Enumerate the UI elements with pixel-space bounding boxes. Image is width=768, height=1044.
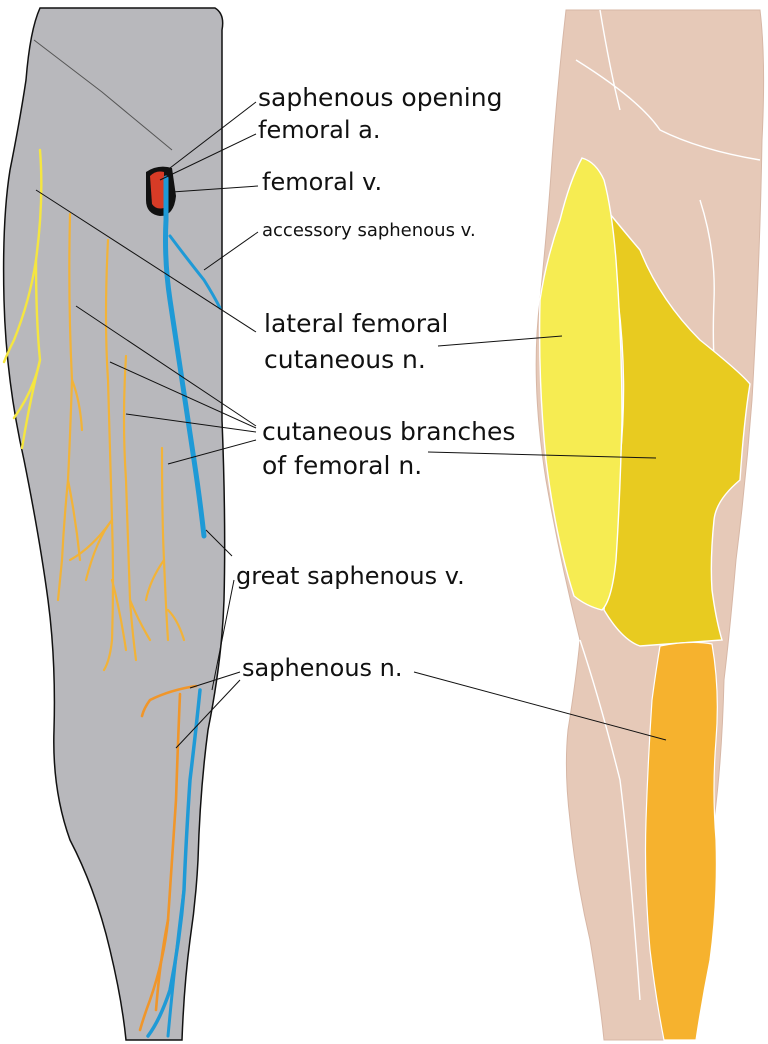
label-lateral-femoral-line1: lateral femoral — [264, 309, 448, 338]
label-saphenous-opening: saphenous opening — [258, 83, 502, 112]
skin-seam-groin — [575, 59, 761, 161]
leader-saphenous-nerve-2 — [175, 679, 241, 749]
femoral-cutaneous-branches — [56, 212, 186, 672]
leader-cutaneous-right — [427, 451, 657, 459]
leader-femoral-artery — [159, 133, 257, 181]
skin-seam-hip — [599, 9, 621, 111]
label-cutaneous-branches-line2: of femoral n. — [262, 451, 422, 480]
leader-cutaneous-3 — [125, 413, 257, 433]
label-femoral-vein: femoral v. — [262, 168, 382, 196]
leader-cutaneous-2 — [109, 361, 257, 429]
lateral-femoral-cutaneous-nerve — [2, 148, 43, 450]
label-cutaneous-branches-line1: cutaneous branches — [262, 417, 515, 446]
leader-lines — [35, 101, 667, 749]
label-femoral-artery: femoral a. — [258, 116, 380, 144]
leader-cutaneous-4 — [167, 439, 257, 465]
inguinal-line — [33, 39, 173, 151]
leader-accessory-saphenous — [203, 231, 259, 271]
leader-lateral-femoral-right — [437, 335, 563, 347]
great-saphenous-vein — [163, 217, 207, 539]
label-saphenous-nerve: saphenous n. — [242, 654, 403, 682]
veins — [146, 175, 222, 1038]
left-leg-illustration — [2, 7, 226, 1041]
saphenous-nerve — [138, 684, 198, 1032]
label-accessory-saphenous-vein: accessory saphenous v. — [262, 220, 476, 241]
skin-seam-lower — [579, 639, 641, 1001]
leader-femoral-vein — [171, 185, 259, 193]
femoral-artery — [150, 171, 164, 209]
label-great-saphenous-vein: great saphenous v. — [236, 562, 465, 590]
zone-femoral-branches — [603, 211, 751, 647]
leader-saphenous-nerve-1 — [189, 671, 241, 689]
leader-great-saphenous-2 — [211, 579, 235, 691]
accessory-saphenous-vein — [168, 234, 222, 310]
zone-lateral-femoral-cutaneous — [538, 157, 623, 611]
leader-lateral-femoral-left — [35, 189, 257, 333]
label-lateral-femoral-line2: cutaneous n. — [264, 345, 426, 374]
left-leg-outline — [2, 7, 226, 1041]
leader-cutaneous-1 — [75, 305, 257, 427]
leader-saphenous-nerve-right — [413, 671, 667, 741]
leader-great-saphenous-1 — [205, 529, 233, 557]
leader-saphenous-opening — [169, 101, 257, 169]
right-leg-illustration — [535, 9, 765, 1041]
labels: saphenous opening femoral a. femoral v. … — [236, 83, 515, 682]
zone-saphenous — [644, 641, 718, 1041]
